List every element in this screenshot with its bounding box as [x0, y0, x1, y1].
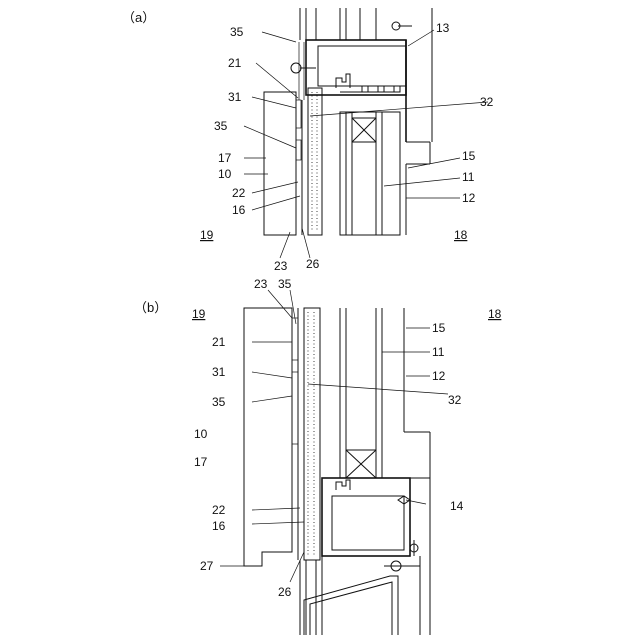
label-a-23: 23	[274, 259, 288, 273]
label-b-26: 26	[278, 585, 292, 599]
label-a-13: 13	[436, 21, 450, 35]
panel-b-label: （b）	[134, 300, 167, 315]
label-a-19: 19	[200, 228, 214, 242]
label-b-11: 11	[432, 345, 445, 359]
label-a-31: 31	[228, 90, 242, 104]
label-b-14: 14	[450, 499, 464, 513]
label-a-22: 22	[232, 186, 246, 200]
label-a-12: 12	[462, 191, 476, 205]
label-b-16: 16	[212, 519, 226, 533]
label-b-22: 22	[212, 503, 226, 517]
label-b-27: 27	[200, 559, 214, 573]
label-b-32: 32	[448, 393, 462, 407]
label-a-26: 26	[306, 257, 320, 271]
label-b-10: 10	[194, 427, 208, 441]
label-a-17: 17	[218, 151, 232, 165]
wall-panel-b	[244, 308, 292, 566]
label-b-19: 19	[192, 307, 206, 321]
panel-a-drawing	[244, 8, 488, 258]
label-a-11: 11	[462, 170, 475, 184]
label-a-35-top: 35	[230, 25, 244, 39]
label-b-31: 31	[212, 365, 226, 379]
panel-b-drawing	[220, 290, 448, 635]
label-b-35-mid: 35	[212, 395, 226, 409]
panel-a-label: （a）	[122, 10, 155, 25]
label-b-15: 15	[432, 321, 446, 335]
label-a-15: 15	[462, 149, 476, 163]
panel-a: （a）	[122, 8, 494, 273]
label-b-17: 17	[194, 455, 208, 469]
label-b-23: 23	[254, 277, 268, 291]
label-a-16: 16	[232, 203, 246, 217]
panel-b: （b）	[134, 277, 502, 635]
label-b-21: 21	[212, 335, 226, 349]
label-a-18: 18	[454, 228, 468, 242]
label-a-10: 10	[218, 167, 232, 181]
label-b-18: 18	[488, 307, 502, 321]
label-b-35-top: 35	[278, 277, 292, 291]
label-a-21: 21	[228, 56, 242, 70]
label-b-12: 12	[432, 369, 446, 383]
label-a-35-mid: 35	[214, 119, 228, 133]
label-a-32: 32	[480, 95, 494, 109]
wall-panel-a	[264, 92, 296, 235]
